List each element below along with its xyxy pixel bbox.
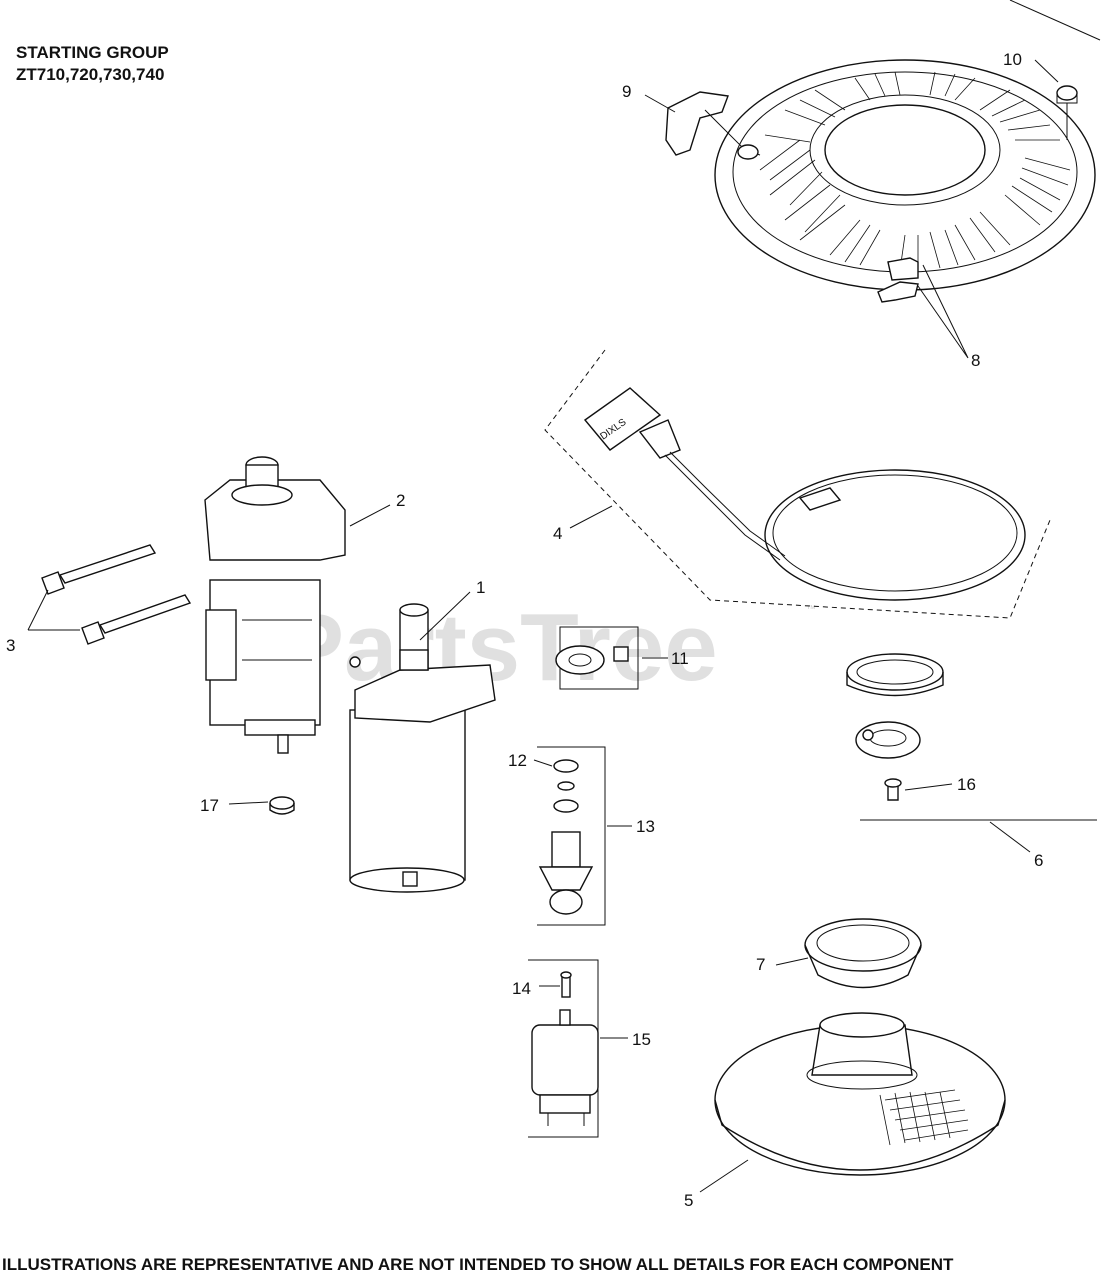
starter-motor-part: [349, 603, 496, 893]
page-edge-line: [1009, 0, 1101, 41]
leader-lines: [27, 59, 1059, 1193]
callout-13: 13: [636, 817, 655, 836]
callout-17: 17: [200, 796, 219, 815]
watermark: PartsTree: [280, 594, 718, 701]
callout-1: 1: [476, 578, 485, 597]
clips-part: [877, 257, 919, 303]
callout-8: 8: [971, 351, 980, 370]
callout-7: 7: [756, 955, 765, 974]
rope-assembly-part: [544, 349, 1051, 619]
callout-14: 14: [512, 979, 531, 998]
blower-screw-part: [1056, 85, 1078, 140]
watermark-trademark: ™: [806, 604, 816, 615]
callout-10: 10: [1003, 50, 1022, 69]
drive-kit-part: [537, 746, 606, 926]
callout-15: 15: [632, 1030, 651, 1049]
callout-6: 6: [1034, 851, 1043, 870]
callout-3: 3: [6, 636, 15, 655]
starter-nut-part: [269, 796, 295, 815]
callout-4: 4: [553, 524, 562, 543]
drive-cup-part: [804, 918, 922, 989]
callout-2: 2: [396, 491, 405, 510]
callout-5: 5: [684, 1191, 693, 1210]
callout-9: 9: [622, 82, 631, 101]
starter-bolts-part: [41, 544, 192, 645]
blower-housing-part: [714, 59, 1096, 291]
retainer-part: [555, 626, 639, 690]
callout-12: 12: [508, 751, 527, 770]
callout-16: 16: [957, 775, 976, 794]
disclaimer-footer: ILLUSTRATIONS ARE REPRESENTATIVE AND ARE…: [2, 1255, 954, 1274]
callout-11: 11: [671, 649, 689, 668]
pawl-assembly-part: [846, 653, 944, 801]
model-numbers: ZT710,720,730,740: [16, 65, 164, 84]
solenoid-kit-part: [528, 959, 599, 1138]
rotating-screen-part: [714, 1012, 1006, 1176]
diagram-title: STARTING GROUP: [16, 43, 169, 62]
electric-starter-part: [204, 456, 346, 754]
starter-handle-part: [665, 91, 761, 160]
